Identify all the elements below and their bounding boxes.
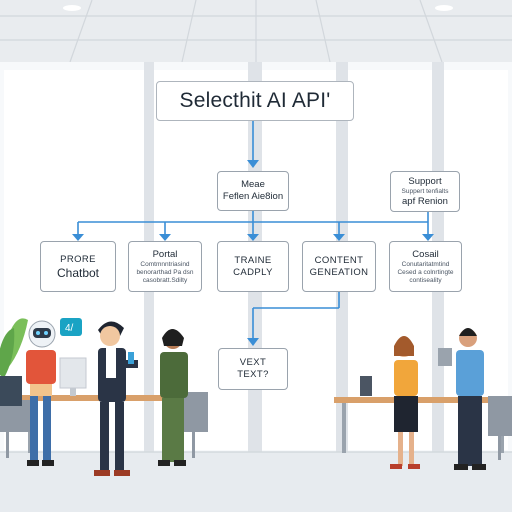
portal-label: Portal — [152, 248, 178, 260]
portal-detail-3: casobratt.Sdilty — [142, 276, 188, 284]
portal-detail-1: Comtmnntriasind — [140, 260, 190, 268]
man-in-blue — [438, 328, 486, 470]
ceiling-light — [63, 5, 81, 11]
flow-connectors — [77, 121, 429, 340]
top-process-box: Meae Feflen Aie8ion — [217, 171, 289, 211]
content-generation-box: CONTENT GENEATION — [302, 241, 376, 292]
probe-label: PRORE — [60, 253, 96, 265]
man-in-suit — [94, 321, 138, 476]
traine-label: TRAINE — [234, 254, 272, 266]
chairs — [0, 392, 512, 460]
robot-figure — [26, 320, 56, 466]
woman-in-green — [158, 329, 188, 466]
floor — [0, 452, 512, 512]
chat-bubble-text: 4/ — [65, 323, 74, 334]
title-text: Selecthit AI API' — [179, 89, 331, 112]
chat-bubble — [60, 318, 82, 336]
traine-box: TRAINE CADPLY — [217, 241, 289, 292]
potted-plant — [0, 318, 28, 406]
arrowheads — [72, 160, 434, 346]
support-box: Support Suppert tenfialts apf Renion — [390, 171, 460, 212]
cosail-detail-3: contiseality — [409, 276, 442, 284]
content-label: CONTENT — [314, 254, 364, 266]
title-box: Selecthit AI API' — [156, 81, 354, 121]
woman-in-orange — [390, 336, 420, 469]
cosail-box: Cosail Conutaritatmtind Cesed a colnrtin… — [389, 241, 462, 292]
generation-label: GENEATION — [309, 266, 369, 278]
portal-detail-2: benorarthad Pa dsn — [136, 268, 194, 276]
cadply-label: CADPLY — [233, 266, 273, 278]
probe-chatbot-box: PRORE Chatbot — [40, 241, 116, 292]
cosail-detail-1: Conutaritatmtind — [401, 260, 450, 268]
chatbot-label: Chatbot — [56, 265, 100, 280]
top-box-line-1: Meae — [241, 179, 265, 190]
text-box: VEXT TEXT? — [218, 348, 288, 390]
ceiling-grid — [0, 0, 512, 63]
ceiling-light — [435, 5, 453, 11]
cosail-label: Cosail — [412, 248, 439, 260]
text-label: TEXT? — [237, 369, 269, 380]
support-box-line-3: apf Renion — [402, 195, 448, 207]
support-box-line-1: Support — [408, 175, 442, 187]
cosail-detail-2: Cesed a colnrtingte — [397, 268, 454, 276]
vext-label: VEXT — [239, 357, 267, 368]
top-box-line-2: Feflen Aie8ion — [222, 191, 284, 202]
portal-box: Portal Comtmnntriasind benorarthad Pa ds… — [128, 241, 202, 292]
support-box-line-2: Suppert tenfialts — [401, 187, 449, 195]
